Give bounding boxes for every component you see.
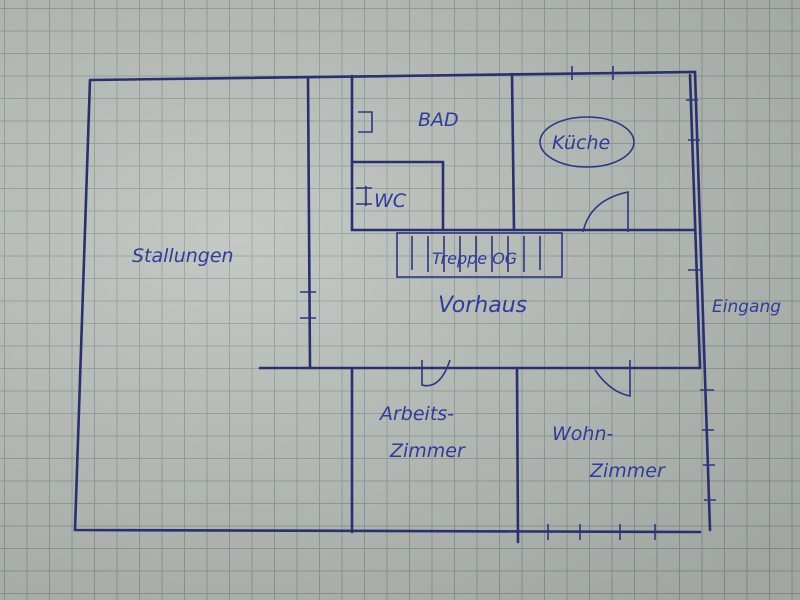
wall-wc	[350, 160, 445, 232]
stair-steps	[411, 236, 541, 272]
label-wc: WC	[374, 190, 407, 212]
window-ticks	[300, 66, 716, 540]
label-study-2: Zimmer	[389, 440, 466, 462]
wall-bath	[350, 74, 697, 232]
door-study	[421, 359, 451, 387]
label-living-1: Wohn-	[552, 423, 613, 445]
door-bath	[358, 111, 373, 133]
label-stairs: Treppe OG	[432, 249, 517, 268]
label-study-1: Arbeits-	[378, 403, 454, 425]
wall-bath-kitchen	[510, 72, 516, 232]
label-living-2: Zimmer	[589, 460, 666, 482]
door-wc	[356, 186, 372, 206]
label-kitchen: Küche	[552, 132, 610, 154]
label-stable: Stallungen	[132, 245, 234, 267]
wall-stable-hall	[306, 76, 312, 370]
windows-doors	[300, 66, 716, 540]
door-living	[594, 360, 631, 397]
right-wall-inner	[688, 73, 702, 370]
wall-living	[515, 366, 520, 544]
walls	[73, 70, 712, 544]
outer-wall	[73, 70, 712, 534]
label-bath: BAD	[418, 109, 459, 131]
door-kitchen	[582, 191, 629, 233]
staircase	[396, 232, 563, 278]
kitchen-circle	[539, 116, 635, 168]
label-hall: Vorhaus	[438, 293, 527, 318]
stair-outline	[396, 232, 563, 278]
label-entrance: Eingang	[712, 297, 781, 317]
